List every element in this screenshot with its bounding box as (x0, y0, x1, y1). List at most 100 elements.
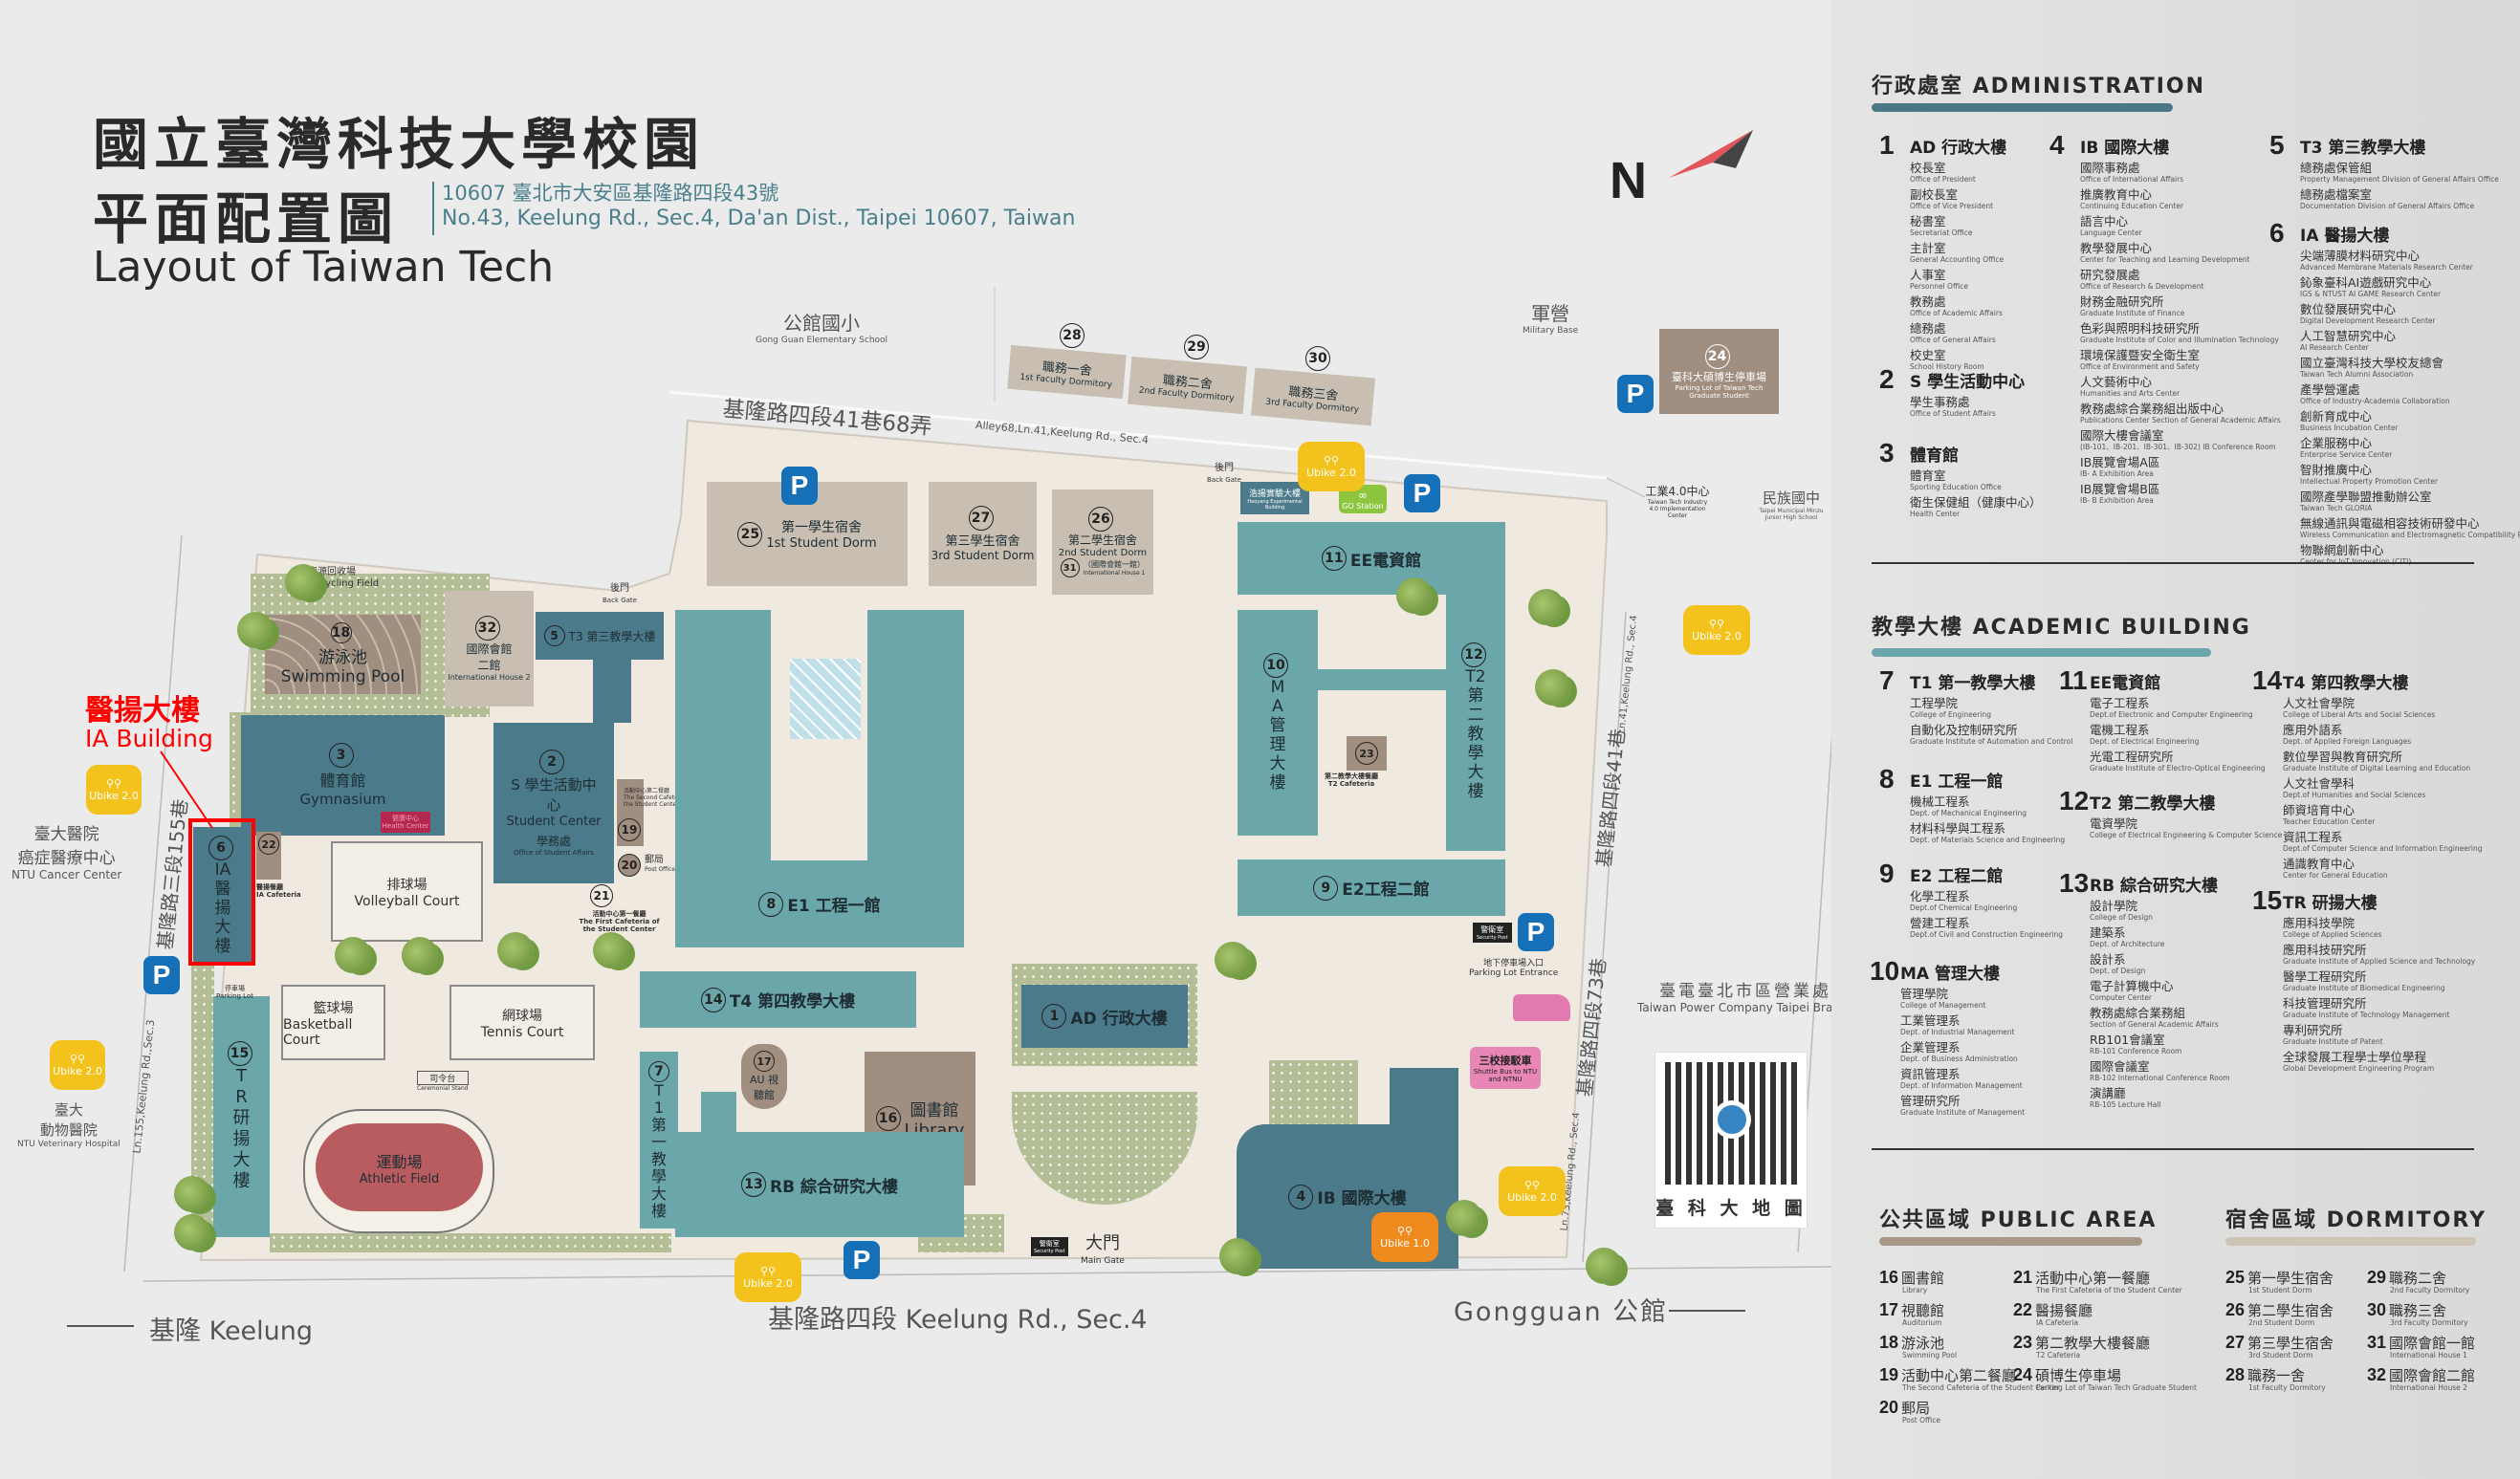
legend-item-en: Dept. of Information Management (1900, 1081, 2023, 1090)
legend-item-zh: 智財推廣中心 (2300, 463, 2373, 477)
ubike-station[interactable]: ⚲⚲Ubike 2.0 (86, 765, 142, 815)
legend-item-zh: 國際會議室 (2090, 1059, 2150, 1074)
legend-item-zh: 體育室 (1910, 468, 1946, 483)
car-parking-icon[interactable]: P (1518, 913, 1554, 951)
legend-item-en: College of Design (2090, 913, 2153, 922)
green-area (1269, 1060, 1358, 1124)
building-connector (1318, 669, 1446, 690)
motorcycle-parking-icon[interactable]: P (781, 467, 818, 505)
tree-icon (497, 932, 534, 968)
legend-item-zh: 無線通訊與電磁相容技術研發中心 (2300, 516, 2480, 531)
ubike-station-1[interactable]: ⚲⚲Ubike 1.0 (1371, 1212, 1438, 1262)
motorcycle-parking-icon[interactable]: P (844, 1241, 880, 1279)
legend-area-number: 32 (2367, 1365, 2387, 1384)
dormitory-heading-bar (2225, 1237, 2476, 1246)
bicycle-icon: ⚲⚲ (1708, 618, 1725, 630)
legend-item-en: Graduate Institute of Digital Learning a… (2283, 764, 2471, 772)
legend-item-en: Property Management Division of General … (2300, 175, 2499, 184)
legend-area-number: 19 (1879, 1365, 1899, 1384)
car-parking-icon[interactable]: P (143, 956, 180, 994)
legend-area-en: Library (1902, 1286, 1928, 1294)
qr-code[interactable]: 臺 科 大 地 圖 (1654, 1052, 1808, 1229)
legend-item-zh: 工程學院 (1910, 696, 1959, 710)
tree-icon (1528, 589, 1565, 625)
dormitory-heading: 宿舍區域 DORMITORY (2225, 1208, 2487, 1232)
ubike-station[interactable]: ⚲⚲Ubike 2.0 (1499, 1166, 1566, 1216)
ubike-station[interactable]: ⚲⚲Ubike 2.0 (1683, 605, 1750, 655)
legend-item-zh: 國際事務處 (2080, 161, 2140, 175)
building-4-tower (1390, 1068, 1458, 1135)
legend-item-zh: 工業管理系 (1900, 1013, 1961, 1028)
legend-item-en: Documentation Division of General Affair… (2300, 202, 2475, 210)
building-23[interactable]: 23 (1347, 736, 1387, 771)
legend-item-zh: 專利研究所 (2283, 1023, 2343, 1037)
legend-area-zh: 圖書館 (1901, 1270, 1945, 1287)
legend-item-zh: 國際產學聯盟推動辦公室 (2300, 489, 2432, 504)
legend-item-en: Center for Teaching and Learning Develop… (2080, 255, 2250, 264)
legend-item-en: Dept.of Chemical Engineering (1910, 903, 2018, 912)
ubike-station[interactable]: ⚲⚲Ubike 2.0 (50, 1040, 105, 1090)
legend-building-title: T4 第四教學大樓 (2283, 674, 2409, 693)
legend-building-number: 14 (2252, 665, 2283, 695)
pool-feature (790, 659, 861, 739)
legend-item-zh: 創新育成中心 (2300, 409, 2373, 424)
legend-building-number: 3 (1879, 438, 1895, 468)
ubike-station[interactable]: ⚲⚲Ubike 2.0 (1298, 442, 1365, 491)
legend-item-en: General Accounting Office (1910, 255, 2005, 264)
legend-building-number: 5 (2269, 130, 2285, 160)
building-22[interactable]: 22 (256, 832, 281, 880)
legend-item-en: Graduate Institute of Biomedical Enginee… (2283, 984, 2445, 992)
legend-building-number: 2 (1879, 364, 1895, 394)
legend-item-zh: 國際大樓會議室 (2080, 428, 2164, 443)
legend-item-zh: 人事室 (1910, 268, 1946, 282)
legend-area-zh: 職務一舍 (2247, 1367, 2306, 1384)
legend-item-zh: 語言中心 (2080, 214, 2129, 228)
ubike-station[interactable]: ⚲⚲Ubike 2.0 (734, 1252, 801, 1302)
motorcycle-parking-icon[interactable]: P (1404, 474, 1440, 512)
highlight-label-zh: 醫揚大樓 (85, 694, 200, 728)
legend-area-number: 17 (1879, 1300, 1899, 1319)
car-parking-icon[interactable]: P (1617, 375, 1654, 413)
legend-item-en: IGS & NTUST AI GAME Research Center (2300, 290, 2442, 298)
legend-item-en: Personnel Office (1910, 282, 1968, 291)
legend-building-title: T2 第二教學大樓 (2090, 794, 2216, 814)
legend-area-zh: 活動中心第一餐廳 (2035, 1270, 2151, 1287)
